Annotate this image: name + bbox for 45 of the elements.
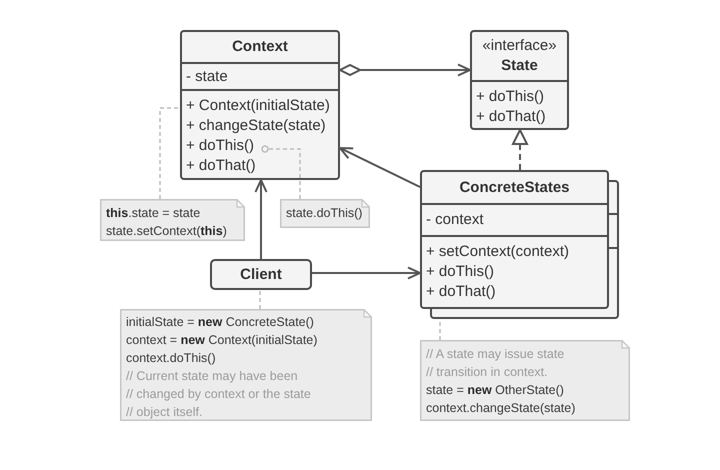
code-comment: // changed by context or the state: [126, 386, 312, 403]
method-text: + doThat(): [186, 156, 257, 176]
code-comment: // Current state may have been: [126, 368, 299, 385]
method-text: + doThat(): [476, 107, 547, 127]
code-line: state.setContext(this): [106, 223, 228, 240]
association-arrow: [339, 147, 420, 188]
attribute-text: - state: [186, 66, 229, 86]
method-text: + doThis(): [186, 136, 255, 156]
code-line: this.state = state: [106, 205, 202, 222]
leader-line: [159, 107, 180, 199]
note: [120, 309, 372, 421]
class-name: Client: [239, 264, 283, 284]
code-line: state.doThis(): [286, 205, 364, 222]
leader-line: [259, 290, 261, 309]
note: [420, 340, 630, 421]
code-comment: // transition in context.: [426, 364, 549, 381]
stereotype-label: «interface»: [481, 36, 558, 56]
code-line: context.changeState(state): [426, 400, 576, 417]
method-text: + changeState(state): [186, 116, 327, 136]
class-box: [210, 259, 312, 290]
code-line: context.doThis(): [126, 350, 217, 367]
leader-line: [439, 319, 441, 340]
association-arrow: [254, 179, 268, 259]
method-text: + setContext(context): [426, 242, 570, 262]
method-text: + doThat(): [426, 282, 497, 302]
association-arrow: [312, 266, 421, 280]
class-name: ConcreteStates: [458, 178, 571, 198]
note: [100, 199, 245, 241]
code-comment: // object itself.: [126, 404, 204, 421]
class-name: State: [500, 56, 539, 76]
method-text: + Context(initialState): [186, 96, 331, 116]
class-name: Context: [231, 37, 289, 57]
code-comment: // A state may issue state: [426, 346, 566, 363]
code-line: state = new OtherState(): [426, 382, 565, 399]
leader-line: [261, 145, 301, 199]
method-text: + doThis(): [426, 262, 495, 282]
method-text: + doThis(): [476, 87, 545, 107]
code-line: initialState = new ConcreteState(): [126, 314, 315, 331]
realization-arrow: [512, 129, 528, 170]
note: [280, 199, 370, 228]
code-line: context = new Context(initialState): [126, 332, 318, 349]
attribute-text: - context: [426, 210, 485, 230]
aggregation-arrow: [339, 64, 471, 76]
class-box: [180, 30, 340, 180]
class-box: [470, 30, 569, 130]
